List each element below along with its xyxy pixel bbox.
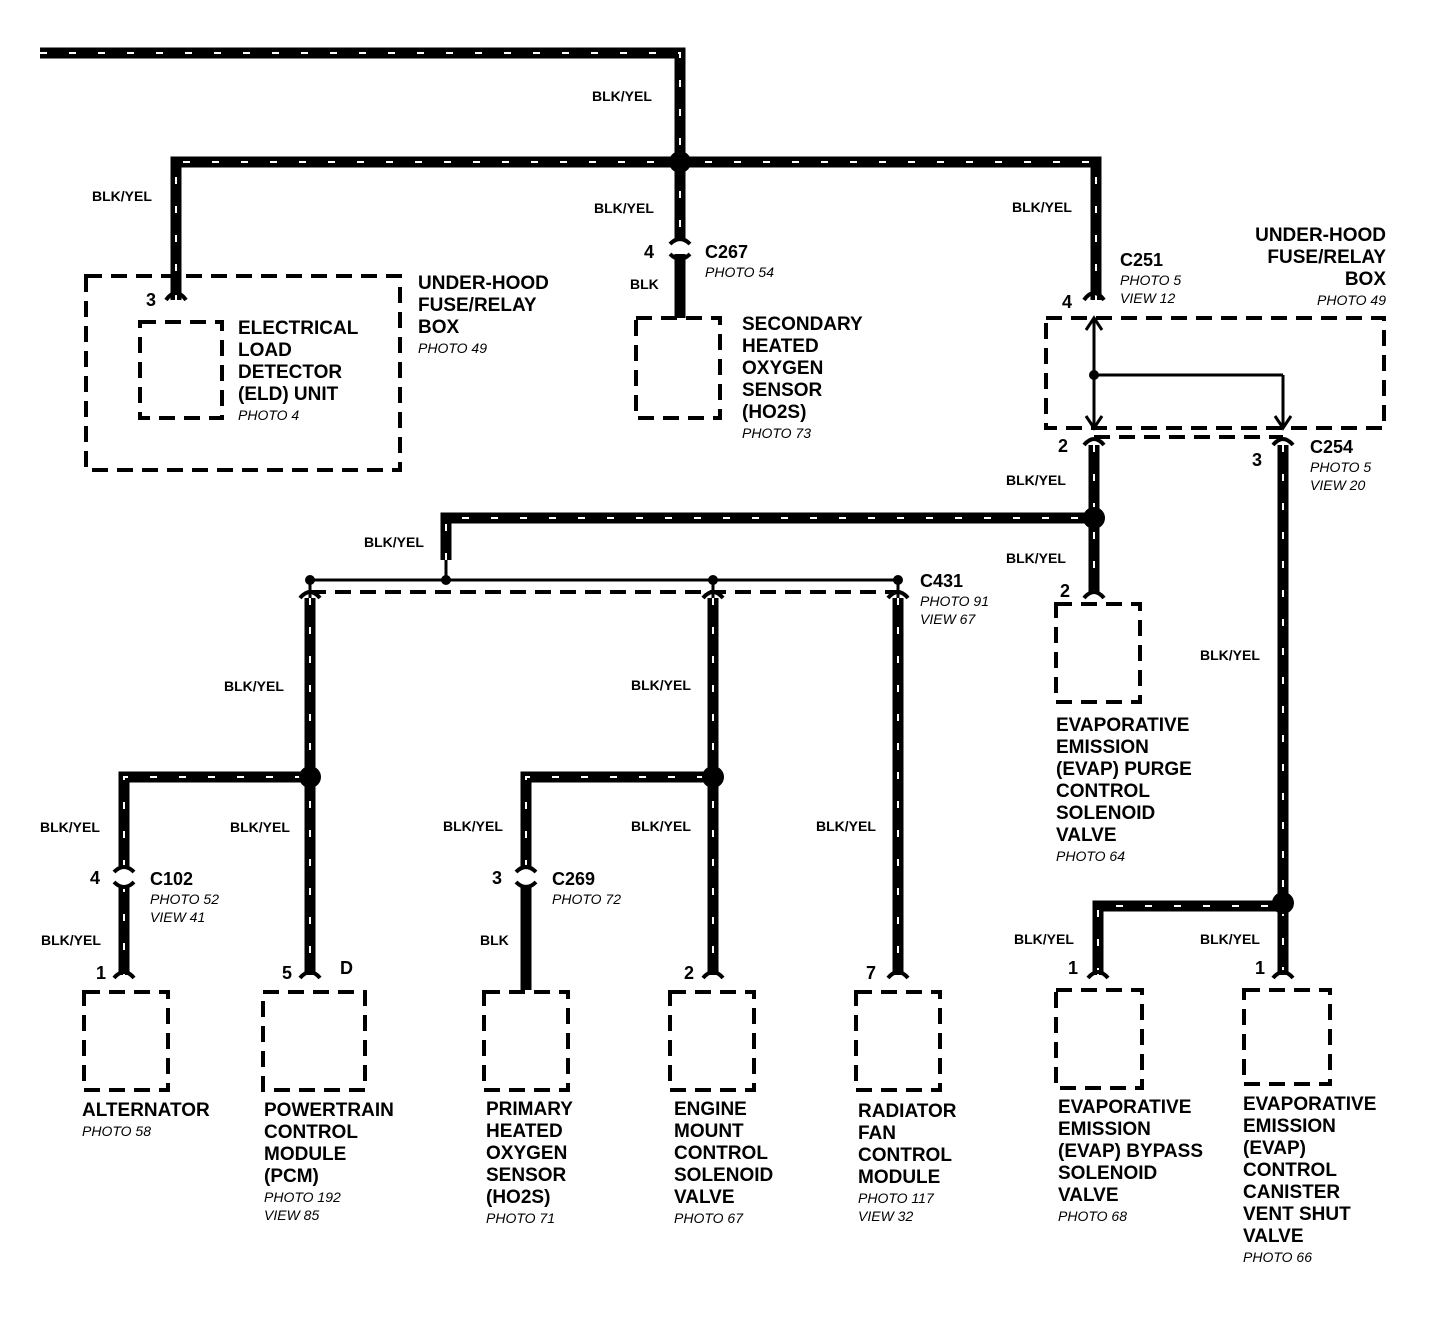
pin-vent: 1 (1255, 958, 1266, 978)
component-evap-vent: EVAPORATIVE EMISSION (EVAP) CONTROL CANI… (1243, 1094, 1377, 1265)
component-radiator-fan: RADIATOR FAN CONTROL MODULE PHOTO 117 VI… (858, 1101, 957, 1224)
pin-pcm: 5 (282, 963, 293, 983)
wire-label-alt-upper: BLK/YEL (40, 819, 100, 835)
connector-c251: C251 PHOTO 5 VIEW 12 (1120, 250, 1182, 306)
wire-label-bus: BLK/YEL (364, 534, 424, 550)
wire-label-ho2s-lower: BLK (480, 932, 509, 948)
evap-bypass-box (1054, 988, 1144, 1090)
wire-label-center-lower: BLK (630, 276, 659, 292)
pin-c251: 4 (1062, 292, 1073, 312)
pin-pcm-side: D (340, 958, 353, 978)
wire-label-ho2s-upper: BLK/YEL (443, 818, 503, 834)
component-pcm: POWERTRAIN CONTROL MODULE (PCM) PHOTO 19… (264, 1100, 394, 1223)
connector-c267: C267 PHOTO 54 (705, 242, 774, 280)
wire-top-horizontal (170, 156, 1102, 300)
pin-bypass: 1 (1068, 958, 1079, 978)
wire-label-bypass: BLK/YEL (1014, 931, 1074, 947)
wire-label-c251-out: BLK/YEL (1006, 472, 1066, 488)
eld-box (138, 320, 224, 420)
wire-label-c254-out: BLK/YEL (1200, 647, 1260, 663)
component-primary-ho2s: PRIMARY HEATED OXYGEN SENSOR (HO2S) PHOT… (486, 1099, 573, 1226)
wire-label-vent: BLK/YEL (1200, 931, 1260, 947)
evap-vent-box (1242, 988, 1332, 1086)
component-eld: ELECTRICAL LOAD DETECTOR (ELD) UNIT PHOT… (238, 318, 359, 423)
pin-c269: 3 (492, 868, 503, 888)
engine-mount-box (668, 990, 756, 1092)
primary-ho2s-box (482, 990, 570, 1092)
wire-label-center-upper: BLK/YEL (594, 200, 654, 216)
pin-radiator: 7 (866, 963, 877, 983)
pin-c254: 3 (1252, 450, 1263, 470)
wire-label-top: BLK/YEL (592, 88, 652, 104)
connector-c102: C102 PHOTO 52 VIEW 41 (150, 869, 219, 925)
pin-engine-mount: 2 (684, 963, 695, 983)
pin-c102: 4 (90, 868, 101, 888)
wire-label-pcm: BLK/YEL (230, 819, 290, 835)
component-secondary-ho2s: SECONDARY HEATED OXYGEN SENSOR (HO2S) PH… (742, 314, 863, 441)
component-evap-bypass: EVAPORATIVE EMISSION (EVAP) BYPASS SOLEN… (1058, 1097, 1203, 1224)
connector-c431: C431 PHOTO 91 VIEW 67 (920, 571, 989, 627)
connector-c269: C269 PHOTO 72 (552, 869, 621, 907)
pin-c251-out: 2 (1058, 436, 1069, 456)
pin-purge: 2 (1060, 581, 1071, 601)
wire-label-right-branch: BLK/YEL (1012, 199, 1072, 215)
component-boxes (82, 274, 1386, 1092)
splice-points (299, 151, 1294, 914)
component-evap-purge: EVAPORATIVE EMISSION (EVAP) PURGE CONTRO… (1056, 715, 1192, 864)
pcm-box (261, 990, 367, 1092)
pin-c267: 4 (644, 242, 655, 262)
wire-bypass (1092, 900, 1283, 975)
connector-c254: C254 PHOTO 5 VIEW 20 (1310, 437, 1372, 493)
secondary-ho2s-box (634, 316, 722, 420)
wire-label-engine-mount: BLK/YEL (631, 818, 691, 834)
wire-bus (440, 512, 1094, 560)
underhood-left-box (84, 274, 402, 472)
wire-label-c431-left: BLK/YEL (224, 678, 284, 694)
wire-label-c431-right: BLK/YEL (816, 818, 876, 834)
component-underhood-right: UNDER-HOOD FUSE/RELAY BOX PHOTO 49 (1255, 225, 1386, 308)
wire-label-c431-mid: BLK/YEL (631, 677, 691, 693)
component-underhood-left: UNDER-HOOD FUSE/RELAY BOX PHOTO 49 (418, 273, 549, 356)
wire-label-left-branch: BLK/YEL (92, 188, 152, 204)
underhood-right-box (1044, 316, 1386, 430)
pin-eld: 3 (146, 290, 157, 310)
wire-label-purge-feed: BLK/YEL (1006, 550, 1066, 566)
component-alternator: ALTERNATOR PHOTO 58 (82, 1100, 210, 1139)
wire-label-alt-lower: BLK/YEL (41, 932, 101, 948)
pin-alternator: 1 (96, 963, 107, 983)
alternator-box (82, 990, 170, 1092)
evap-purge-box (1054, 602, 1142, 704)
component-engine-mount: ENGINE MOUNT CONTROL SOLENOID VALVE PHOT… (674, 1099, 774, 1226)
radiator-fan-box (854, 990, 942, 1092)
